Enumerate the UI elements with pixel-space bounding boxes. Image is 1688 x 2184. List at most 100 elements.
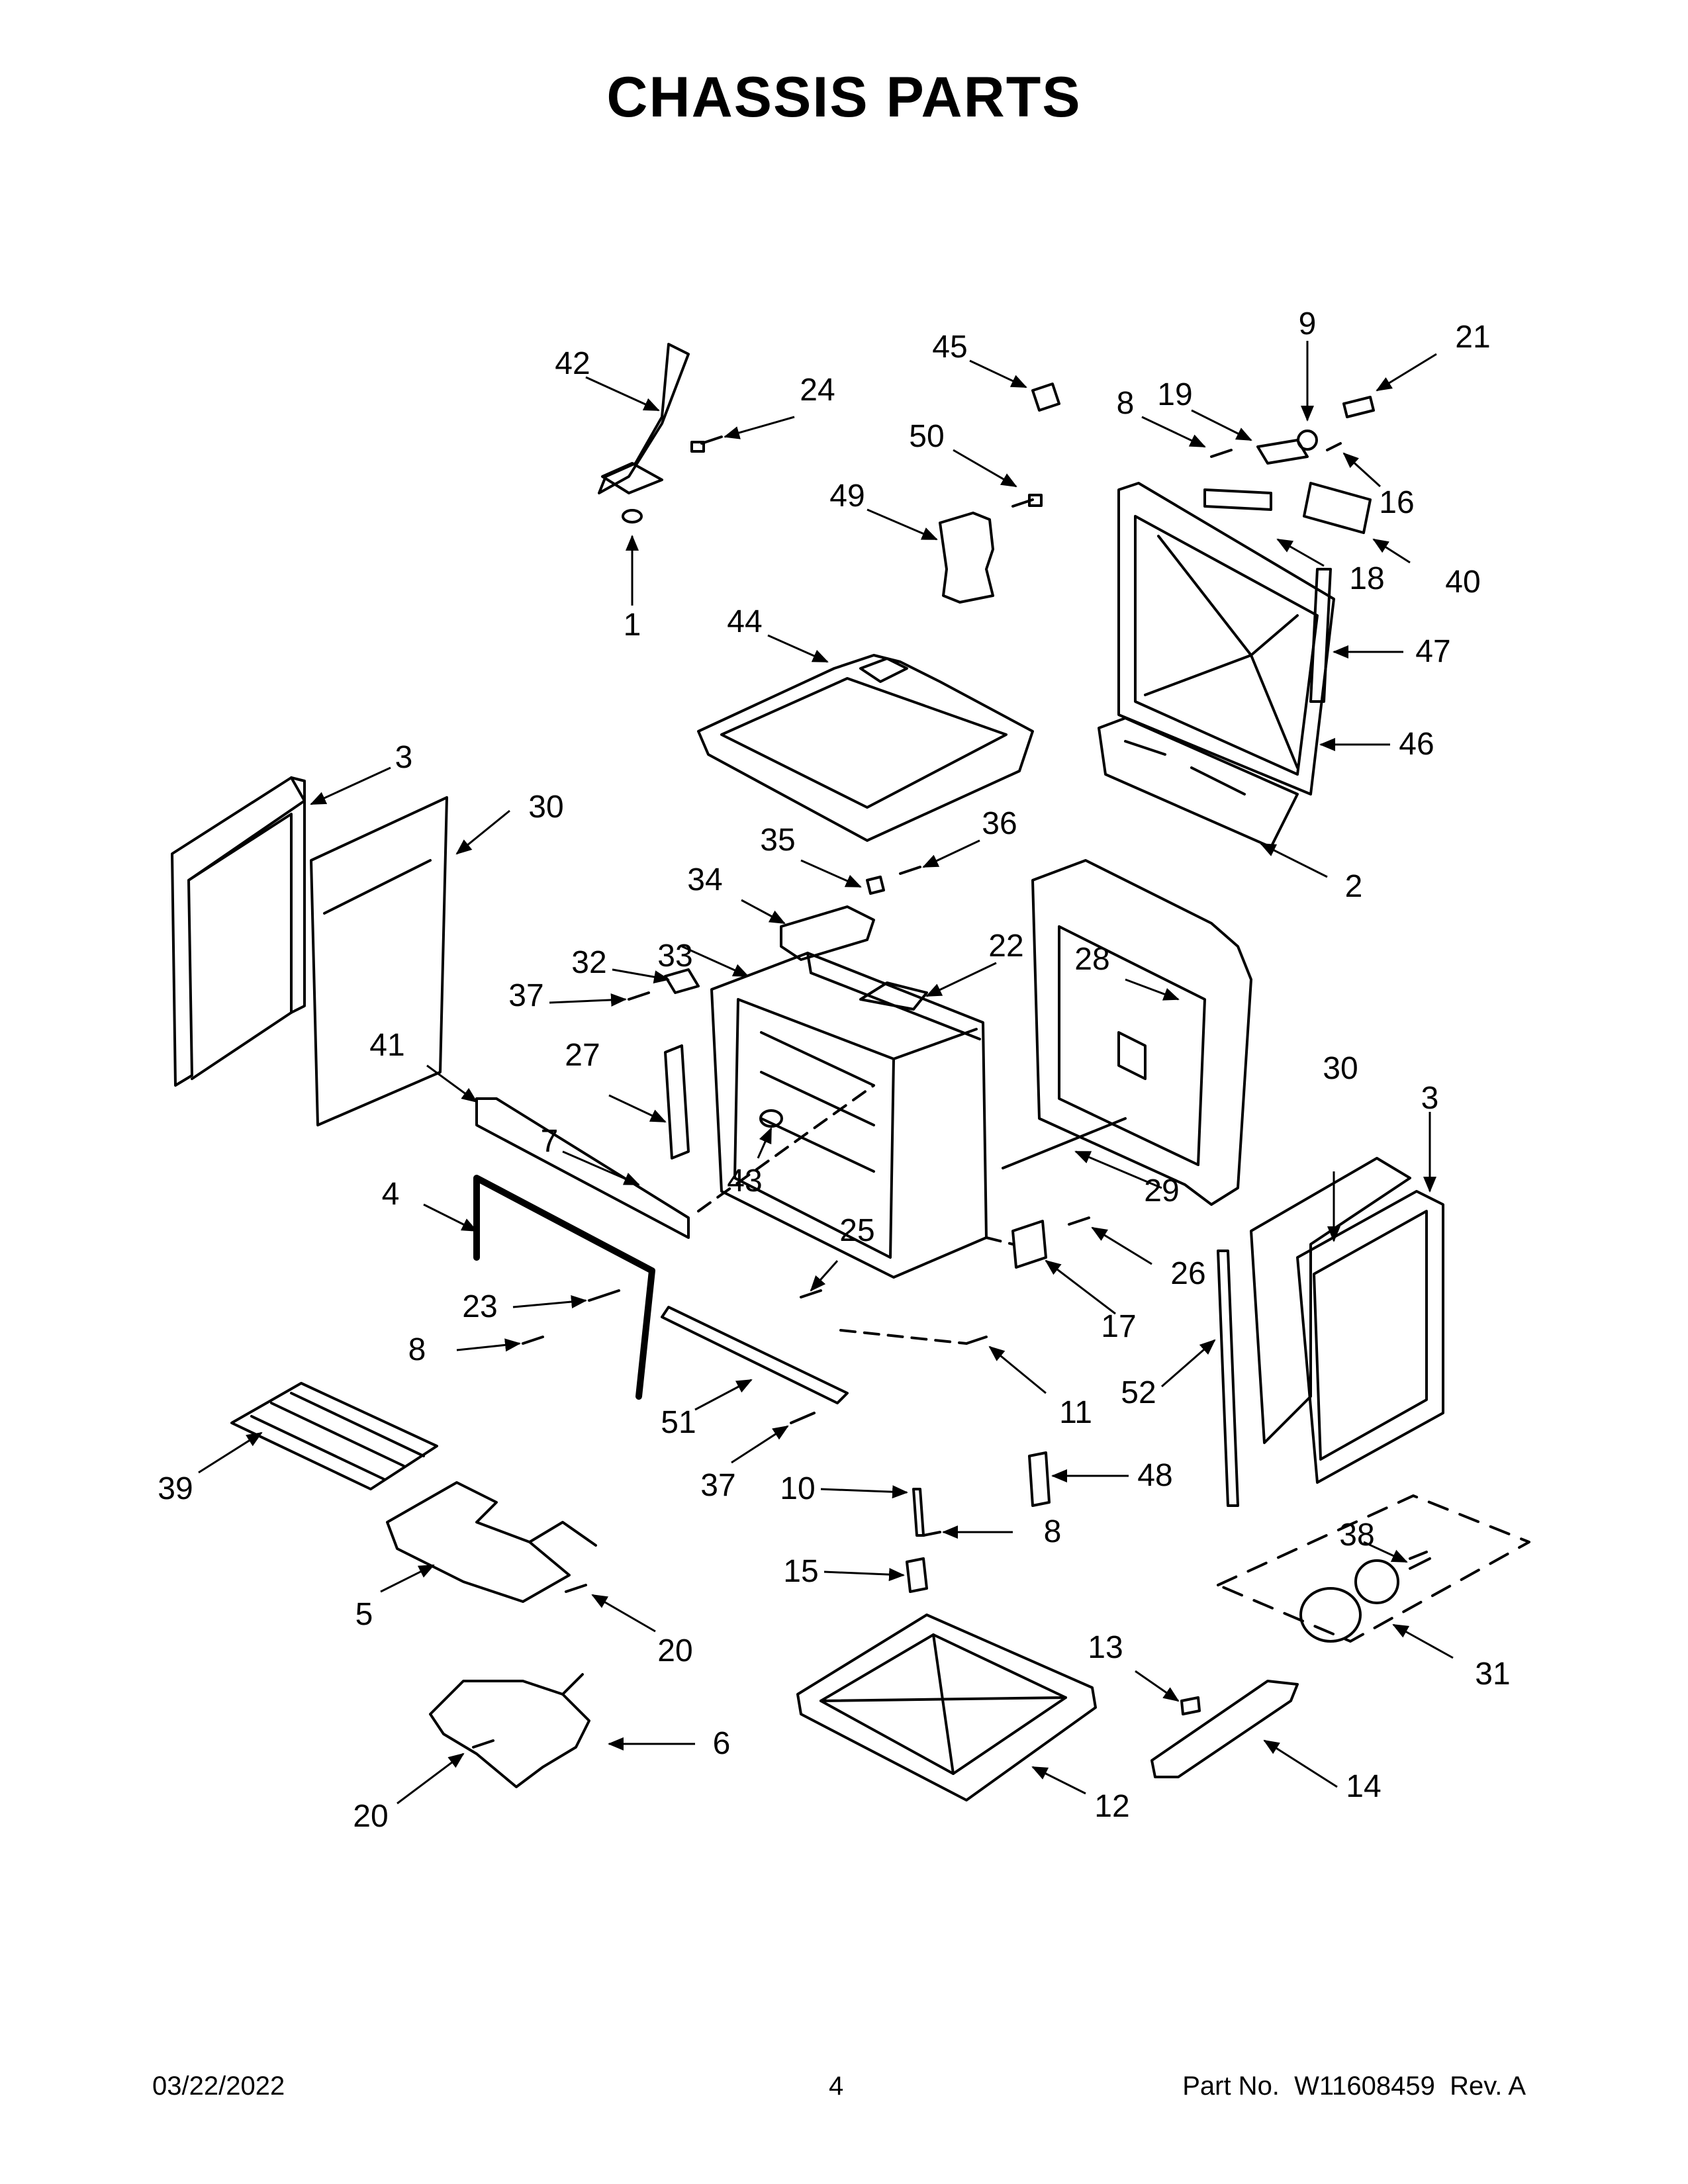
part-8-screw-top [1210,449,1233,458]
leader-42 [585,376,660,412]
leader-2 [1260,842,1328,878]
part-39-oven-rack [230,1382,438,1490]
callout-19: 19 [1157,377,1192,412]
callout-28: 28 [1074,942,1109,977]
callout-38: 38 [1339,1518,1374,1553]
part-30-insulation-left [310,796,448,1126]
part-46-rear-panel [1117,482,1335,796]
callout-20-upper: 20 [657,1633,692,1668]
leader-52 [1161,1339,1216,1388]
leader-16 [1342,452,1382,488]
callout-43: 43 [727,1163,762,1199]
callout-24: 24 [800,373,835,408]
part-11-screw [965,1336,988,1345]
part-4-gasket [473,1175,655,1400]
callout-51: 51 [661,1405,696,1440]
part-20-screw-lower [472,1739,494,1749]
leader-39 [198,1432,263,1474]
part-41-frame [475,1097,690,1239]
part-12-drawer-pan [796,1614,1097,1801]
callout-44: 44 [727,604,762,639]
leader-10 [820,1485,908,1499]
callout-21: 21 [1455,320,1490,355]
leader-41 [426,1064,478,1103]
callout-52: 52 [1121,1375,1156,1410]
callout-25: 25 [839,1213,874,1248]
part-23-hinge-pin [588,1289,620,1302]
callout-49: 49 [829,478,865,514]
part-26-screw [1068,1216,1090,1226]
callout-11: 11 [1059,1395,1092,1430]
callout-30-left: 30 [528,790,563,825]
leader-38 [1363,1541,1408,1563]
callout-45: 45 [932,330,967,365]
part-5-bake-element [386,1481,597,1603]
part-15-fitting [906,1557,928,1593]
part-52-trim [1217,1250,1239,1507]
callout-37-lower: 37 [700,1468,735,1503]
callout-4: 4 [382,1177,400,1212]
leader-49 [867,508,938,541]
callout-46: 46 [1399,727,1434,762]
part-37-screw-upper [628,991,650,1001]
callout-29: 29 [1144,1173,1179,1208]
callout-32: 32 [571,945,606,980]
callout-37-upper: 37 [508,978,543,1013]
leader-14 [1263,1739,1338,1788]
part-14-drawer-rail [1150,1680,1299,1778]
part-18-bracket [1203,488,1272,511]
part-2-lower-plate [1098,717,1299,848]
leader-24 [724,416,795,439]
part-17-bracket [1011,1220,1047,1269]
leader-36 [922,839,980,868]
leader-22 [925,962,997,997]
footer-part-number: Part No. W11608459 Rev. A [1182,2071,1526,2101]
callout-7: 7 [541,1124,559,1159]
callout-40: 40 [1445,565,1480,600]
callout-42: 42 [555,346,590,381]
callout-2: 2 [1345,869,1363,904]
leader-5 [380,1564,435,1593]
part-47-strip [1309,568,1332,703]
part-37-screw-lower [790,1412,816,1424]
leader-28 [1125,978,1180,1001]
part-3-side-panel-left [171,776,306,1087]
leader-27 [608,1094,667,1123]
part-30-insulation-right [1250,1157,1411,1444]
part-44-top-panel [697,654,1034,842]
leader-8-left [456,1338,521,1352]
callout-3-left: 3 [395,740,413,775]
leader-33 [681,945,749,978]
callout-5: 5 [355,1597,373,1632]
leader-4 [423,1203,478,1232]
callout-35: 35 [760,823,795,858]
leader-40 [1372,538,1411,564]
leader-34 [741,899,786,925]
part-21-clip [1342,396,1375,418]
callout-8-left: 8 [408,1332,426,1367]
leader-19 [1191,409,1252,441]
leader-30-left [455,809,510,855]
callout-13: 13 [1088,1630,1123,1665]
leader-20-lower [397,1752,465,1805]
callout-14: 14 [1346,1769,1381,1804]
leader-35 [800,859,862,888]
leader-50 [953,449,1017,488]
part-10-sensor [912,1488,925,1537]
leader-37-upper [549,993,627,1007]
part-42-bracket [598,343,690,494]
part-35-clip [866,876,885,895]
part-9-knob [1297,430,1318,451]
leader-8-top [1141,416,1206,448]
leader-17 [1045,1259,1116,1315]
part-45-clip [1031,383,1060,412]
callout-3-right: 3 [1421,1081,1439,1116]
leader-29 [1074,1150,1162,1189]
leader-37-lower [731,1425,789,1464]
leader-32 [612,968,670,984]
callout-22: 22 [988,929,1023,964]
part-13-clip [1180,1696,1201,1715]
callout-50: 50 [909,419,944,454]
leader-12 [1031,1766,1086,1795]
